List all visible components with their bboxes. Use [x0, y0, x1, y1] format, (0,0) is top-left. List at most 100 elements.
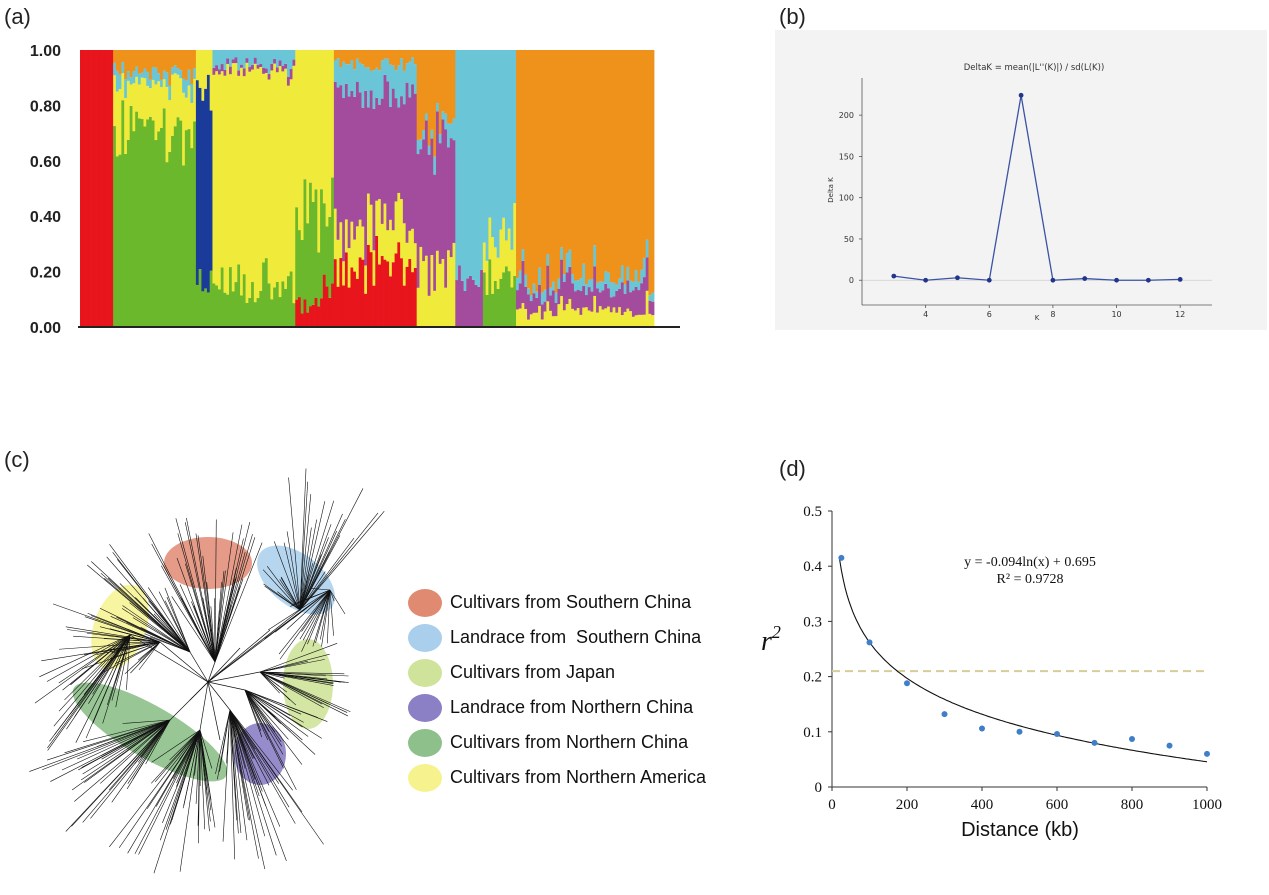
structure-bar-segment [273, 50, 277, 59]
tree-branch [83, 719, 171, 743]
structure-bar-segment [386, 261, 390, 327]
y-tick-label: 0.4 [803, 559, 822, 575]
tree-branch [283, 542, 301, 611]
structure-bar-segment [631, 281, 636, 291]
tree-branch [58, 634, 131, 684]
tree-branch [194, 729, 201, 776]
structure-bar-segment [353, 239, 357, 272]
structure-bar-segment [469, 275, 473, 327]
structure-bar-segment [286, 85, 291, 277]
tree-branch [132, 617, 191, 653]
tree-branch [244, 689, 297, 790]
structure-bar-segment [350, 221, 354, 268]
structure-bar-segment [424, 120, 429, 256]
structure-bar-segment [648, 313, 652, 327]
tree-branch [299, 513, 343, 611]
ld-point [941, 711, 948, 718]
structure-bar-segment [358, 50, 362, 63]
structure-bar-segment [375, 200, 379, 236]
structure-bar-segment [306, 50, 310, 224]
structure-bar-segment [568, 50, 572, 250]
tree-branch [259, 671, 345, 683]
structure-bar-segment [576, 289, 580, 309]
structure-bar-segment [596, 288, 600, 313]
structure-bar-segment [372, 50, 376, 71]
structure-bar-segment [148, 116, 153, 327]
structure-bar-segment [538, 267, 542, 286]
x-tick-label: 4 [923, 310, 928, 319]
structure-bar-segment [190, 102, 194, 149]
tree-branch [229, 709, 280, 784]
structure-bar-segment [171, 74, 175, 136]
structure-bar-segment [499, 50, 503, 230]
structure-bar-segment [623, 50, 627, 285]
structure-bar-segment [264, 72, 269, 259]
structure-bar-segment [424, 255, 429, 327]
structure-bar-segment [386, 50, 390, 59]
structure-bar-segment [422, 130, 426, 140]
structure-bar-segment [234, 50, 238, 58]
structure-bar-segment [336, 239, 340, 287]
cluster-southern-cultivars [164, 537, 252, 589]
structure-bar-segment [447, 123, 451, 148]
structure-bar-segment [245, 58, 249, 63]
structure-bar-segment [573, 310, 578, 327]
structure-bar-segment [416, 50, 420, 140]
panel-label-b: (b) [779, 4, 806, 29]
tree-branch [329, 589, 346, 615]
structure-bar-segment [474, 284, 478, 327]
structure-bar-segment [623, 311, 627, 327]
structure-bar-segment [620, 282, 625, 316]
structure-bar-segment [389, 50, 393, 65]
delta-k-point [923, 277, 929, 283]
structure-bar-segment [80, 50, 84, 327]
structure-bar-segment [286, 276, 291, 327]
structure-bar-segment [135, 111, 139, 327]
structure-bar-segment [165, 72, 169, 87]
structure-bar-segment [284, 288, 288, 327]
structure-bar-segment [355, 226, 360, 279]
structure-bar-segment [284, 68, 288, 289]
structure-bar-segment [289, 50, 293, 70]
structure-bar-segment [427, 145, 431, 155]
structure-bar-segment [206, 74, 211, 293]
structure-bar-segment [391, 262, 395, 327]
structure-bar-segment [408, 97, 412, 231]
tree-branch [183, 729, 201, 806]
structure-bar-segment [286, 76, 291, 86]
structure-bar-segment [408, 50, 412, 62]
tree-branch [78, 719, 171, 771]
structure-bar-segment [201, 291, 205, 327]
structure-bar-segment [640, 269, 644, 284]
structure-bar-segment [264, 50, 269, 69]
structure-bar-segment [441, 258, 445, 327]
structure-bar-segment [546, 265, 550, 302]
structure-bar-segment [540, 319, 545, 327]
tree-branch [87, 632, 161, 643]
structure-bar-segment [173, 126, 177, 328]
x-tick-label: 8 [1050, 310, 1055, 319]
structure-bar-segment [339, 67, 343, 86]
x-tick-label: 10 [1111, 310, 1121, 319]
structure-bar-segment [129, 77, 133, 85]
structure-bar-segment [435, 50, 440, 104]
structure-bar-segment [532, 50, 536, 284]
structure-bar-segment [143, 50, 147, 69]
structure-bar-segment [397, 242, 401, 327]
structure-bar-segment [466, 50, 470, 279]
structure-bar-segment [433, 290, 437, 327]
structure-bar-segment [460, 50, 464, 281]
structure-bar-segment [604, 271, 608, 284]
structure-bar-segment [400, 199, 404, 259]
panel-label-a: (a) [4, 4, 31, 29]
structure-bar-segment [223, 69, 227, 76]
structure-bar-segment [264, 68, 269, 73]
structure-bar-segment [176, 68, 180, 75]
tree-branch [301, 589, 331, 652]
structure-bar-segment [317, 252, 321, 307]
structure-bar-segment [549, 295, 553, 311]
tree-branch [197, 535, 216, 663]
structure-bar-segment [212, 283, 216, 327]
y-tick-label: 200 [839, 111, 854, 120]
tree-branch [259, 671, 345, 675]
